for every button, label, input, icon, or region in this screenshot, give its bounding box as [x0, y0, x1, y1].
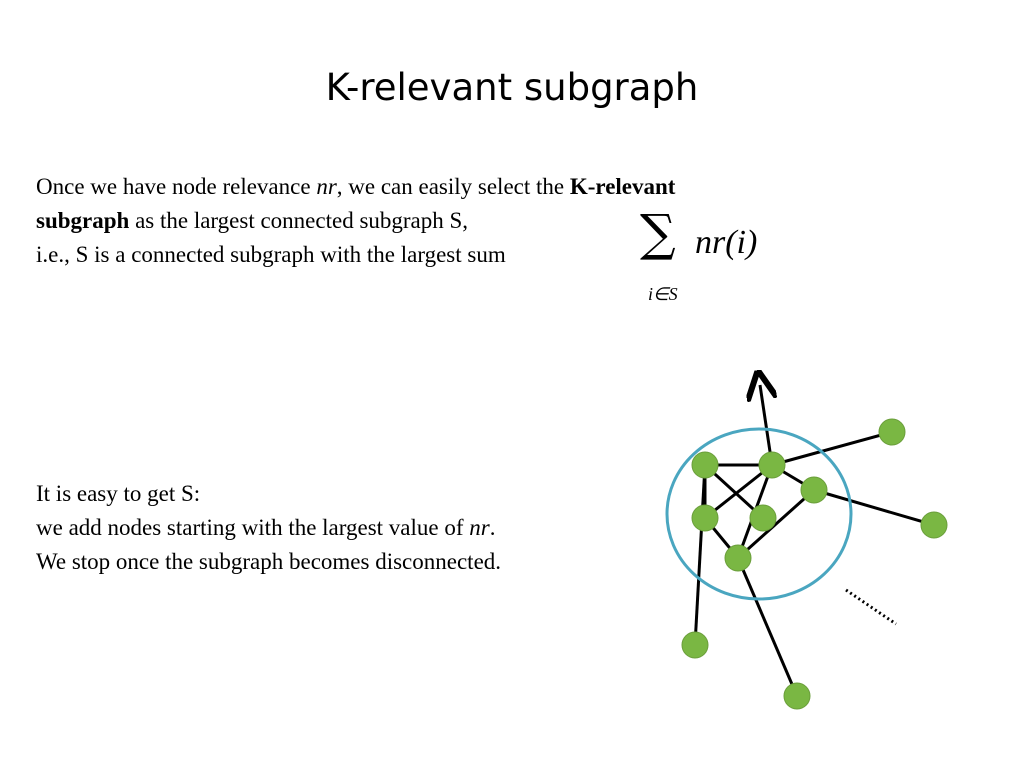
node [724, 544, 752, 572]
intro-line-2: subgraph as the largest connected subgra… [36, 208, 469, 233]
subgraph-circle [665, 427, 853, 601]
node [878, 418, 906, 446]
edge [736, 488, 816, 560]
edge [736, 557, 799, 697]
node [691, 451, 719, 479]
edge [704, 463, 773, 520]
node [920, 511, 948, 539]
method-line-2: we add nodes starting with the largest v… [36, 515, 496, 540]
node [800, 476, 828, 504]
dotted-continuation [845, 588, 897, 626]
intro-line-1: Once we have node relevance nr, we can e… [36, 174, 676, 199]
sum-formula: ∑ i∈S nr(i) [620, 206, 800, 306]
subgraph-term: subgraph [36, 208, 130, 233]
nr-term: nr [469, 515, 490, 540]
slide-title: K-relevant subgraph [325, 66, 699, 109]
sum-subscript: i∈S [648, 284, 678, 304]
graph-diagram [665, 370, 948, 710]
edge [771, 430, 893, 467]
edge [693, 464, 707, 646]
graph-nodes [681, 418, 948, 710]
edge [813, 488, 935, 527]
node [783, 682, 811, 710]
sum-expression: nr(i) [695, 224, 758, 261]
node [758, 451, 786, 479]
node [749, 504, 777, 532]
sigma-symbol: ∑ [640, 204, 676, 262]
nr-term: nr [316, 174, 337, 199]
intro-paragraph: Once we have node relevance nr, we can e… [36, 170, 836, 272]
k-relevant-term: K-relevant [569, 174, 676, 199]
method-line-1: It is easy to get S: [36, 481, 201, 506]
method-paragraph: It is easy to get S: we add nodes starti… [36, 477, 656, 579]
node [681, 631, 709, 659]
method-line-3: We stop once the subgraph becomes discon… [36, 549, 502, 574]
intro-line-3: i.e., S is a connected subgraph with the… [36, 242, 506, 267]
node [691, 504, 719, 532]
